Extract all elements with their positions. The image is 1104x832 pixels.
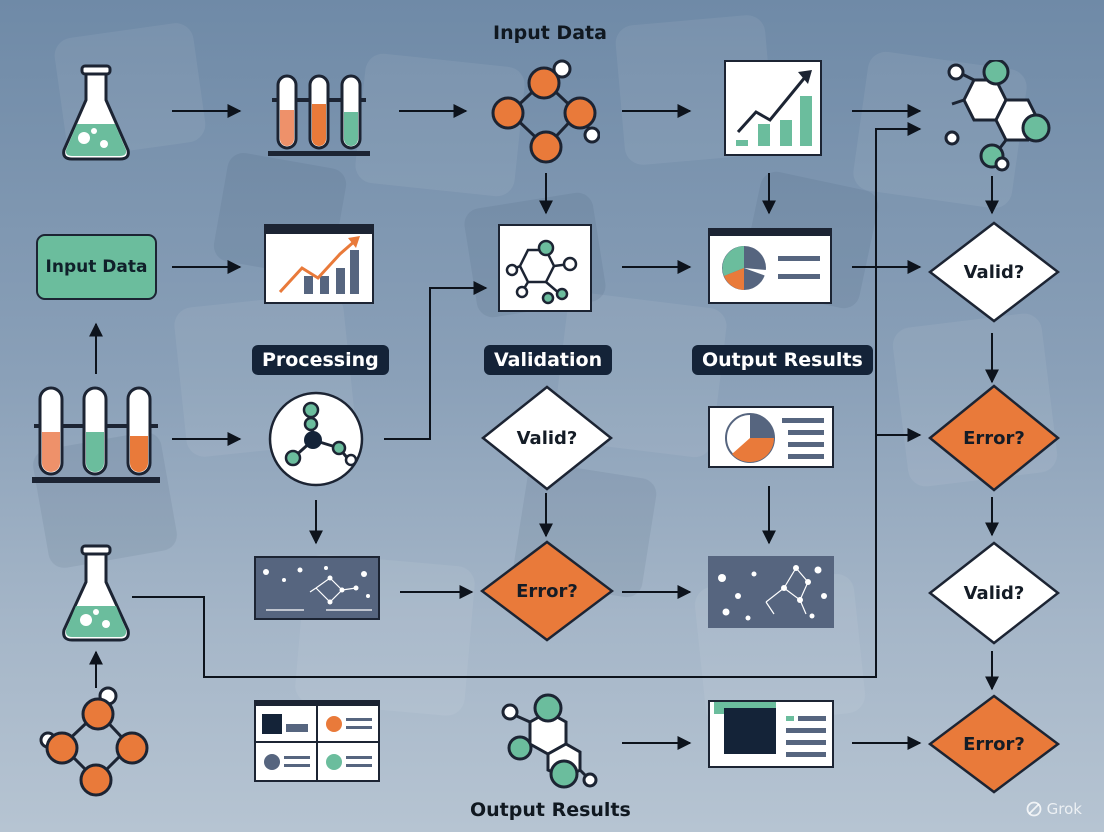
decision-error-right-1: Error? xyxy=(928,384,1060,492)
pie-chart-panel-2 xyxy=(708,406,834,468)
output-results-heading: Output Results xyxy=(470,799,631,821)
pie-chart-panel xyxy=(708,228,832,304)
hexagon-molecule-icon-2 xyxy=(498,692,600,794)
decision-error-right-2: Error? xyxy=(928,694,1060,794)
line-bar-chart-panel xyxy=(264,224,374,304)
decision-error-right-2-label: Error? xyxy=(963,733,1025,755)
screen-panel xyxy=(708,700,834,768)
data-network-panel xyxy=(254,556,380,620)
decision-valid-center: Valid? xyxy=(481,385,613,491)
validation-label: Validation xyxy=(484,345,613,375)
test-tubes-icon xyxy=(266,74,372,162)
grok-logo-icon xyxy=(1026,801,1042,817)
test-tubes-icon-large xyxy=(30,386,162,490)
bar-chart-panel xyxy=(724,60,822,156)
hexagon-molecule-icon xyxy=(944,58,1056,176)
molecule-icon-2 xyxy=(38,686,152,802)
processing-label: Processing xyxy=(252,345,389,375)
input-data-heading: Input Data xyxy=(493,22,607,44)
flask-icon-2 xyxy=(60,544,132,648)
dashboard-panel xyxy=(254,700,380,782)
decision-valid-right-2-label: Valid? xyxy=(963,582,1025,604)
hex-molecule-panel xyxy=(498,224,592,312)
watermark-text: Grok xyxy=(1046,800,1082,818)
scatter-network-panel xyxy=(708,556,834,628)
flask-icon xyxy=(60,64,132,166)
decision-error-right-1-label: Error? xyxy=(963,427,1025,449)
output-results-label: Output Results xyxy=(692,345,873,375)
decision-error-center: Error? xyxy=(480,540,614,642)
decision-valid-right-2: Valid? xyxy=(928,541,1060,645)
decision-valid-center-label: Valid? xyxy=(516,427,578,449)
decision-valid-right-1: Valid? xyxy=(928,221,1060,323)
molecule-icon xyxy=(488,59,601,169)
watermark: Grok xyxy=(1026,800,1082,818)
decision-error-center-label: Error? xyxy=(516,580,578,602)
decision-valid-right-1-label: Valid? xyxy=(963,261,1025,283)
molecule-circle-icon xyxy=(267,390,365,492)
input-data-box[interactable]: Input Data xyxy=(36,234,157,300)
